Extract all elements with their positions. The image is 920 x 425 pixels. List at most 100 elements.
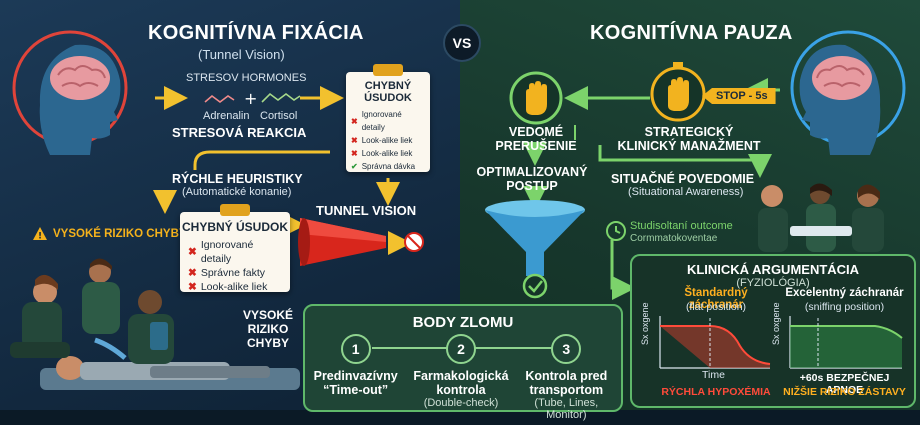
excellent-paramedic-sub: (sniffing position) bbox=[804, 301, 885, 313]
step-number: 3 bbox=[551, 334, 582, 364]
heuristics-title: RÝCHLE HEURISTIKY bbox=[172, 172, 303, 186]
oxygen-curves bbox=[659, 316, 903, 369]
clock-icon bbox=[606, 221, 626, 241]
standard-paramedic-head: Štandardný záchranár bbox=[684, 287, 748, 311]
fixation-subtitle: (Tunnel Vision) bbox=[198, 47, 285, 62]
svg-text:!: ! bbox=[38, 232, 42, 242]
checklist-item-text: Look-alike liek bbox=[200, 281, 268, 293]
checklist-item-text: Správne fakty bbox=[200, 267, 266, 279]
situational-awareness-label: SITUAČNÉ POVEDOMIE bbox=[611, 172, 755, 186]
high-risk-line-2: RIZIKO bbox=[247, 322, 289, 336]
checklist-item: ✖Ignorované detaily bbox=[351, 108, 425, 134]
adrenalin-label: Adrenalin bbox=[203, 110, 250, 122]
checklist-item-text: Look-alike liek bbox=[361, 149, 413, 158]
lower-arrest-risk-label: NIŽŠIE RIZIKO ZÁSTAVY bbox=[783, 386, 906, 398]
vs-badge: VS bbox=[443, 24, 481, 62]
check-icon: ✔ bbox=[351, 162, 358, 171]
warning-row: ! VYSOKÉ RIZIKO CHYBY bbox=[32, 226, 187, 241]
strategic-management-label: STRATEGICKÝ KLINICKÝ MANAŽMENT bbox=[614, 125, 764, 153]
svg-text:+: + bbox=[244, 89, 257, 108]
cross-icon: ✖ bbox=[351, 136, 358, 145]
optimized-line-2: POSTUP bbox=[506, 179, 558, 193]
conscious-line-1: VEDOMÉ bbox=[508, 125, 564, 139]
strategic-line-1: STRATEGICKÝ bbox=[644, 125, 734, 139]
card1-title: CHYBNÝ ÚSUDOK bbox=[364, 80, 412, 104]
stopwatch-hand-icon bbox=[650, 62, 706, 122]
conscious-line-2: PRERUŠENIE bbox=[495, 139, 577, 153]
checklist-item: ✖Správne fakty bbox=[188, 266, 282, 280]
excellent-paramedic-head: Excelentný záchranár bbox=[785, 287, 904, 299]
warning-triangle-icon: ! bbox=[33, 227, 47, 242]
turning-points-title: BODY ZLOMU bbox=[412, 314, 514, 331]
card1-items: ✖Ignorované detaily✖Look-alike liek✖Look… bbox=[346, 104, 430, 173]
clinical-title: KLINICKÁ ARGUMENTÁCIA bbox=[686, 262, 860, 277]
cortisol-label: Cortisol bbox=[260, 110, 298, 122]
brain-head-blue-icon bbox=[790, 30, 906, 155]
checklist-item-text: Ignorované detaily bbox=[361, 110, 402, 132]
outcome-label: Studisoltaní outcome bbox=[630, 220, 733, 232]
clipboard-clip-icon-2 bbox=[220, 204, 250, 216]
card2-title: CHYBNÝ ÚSUDOK bbox=[181, 220, 288, 234]
standard-paramedic-sub: (flat position) bbox=[685, 301, 747, 313]
tunnel-vision-label: TUNNEL VISION bbox=[316, 203, 417, 218]
cross-icon: ✖ bbox=[188, 246, 197, 258]
checklist-item-text: Look-alike liek bbox=[361, 136, 413, 145]
paramedics-scene-illustration bbox=[10, 258, 300, 390]
molecule-icons: + bbox=[204, 89, 301, 108]
left-ylabel: Sx oxgene bbox=[640, 302, 650, 345]
checklist-item: ✔Správna dávka bbox=[351, 160, 425, 173]
checklist-item: ✖Ignorované detaily bbox=[188, 238, 282, 266]
heuristics-subtitle: (Automatické konanie) bbox=[182, 186, 292, 198]
checklist-item: ✖Look-alike liek bbox=[351, 147, 425, 160]
card2-items: ✖Ignorované detaily✖Správne fakty✖Look-a… bbox=[180, 234, 290, 294]
cross-icon: ✖ bbox=[351, 116, 358, 126]
step-subtitle: (Double-check) bbox=[423, 397, 499, 409]
wrong-judgment-card-1: CHYBNÝ ÚSUDOK ✖Ignorované detaily✖Look-a… bbox=[346, 64, 430, 173]
safe-apnea-label: +60s BEZPEČNEJ APNOE bbox=[799, 372, 890, 396]
stop-5s-tag: STOP - 5s bbox=[702, 88, 776, 104]
strategic-line-2: KLINICKÝ MANAŽMENT bbox=[617, 139, 761, 153]
situational-awareness-sub: (Situational Awareness) bbox=[628, 186, 744, 198]
high-risk-label: VYSOKÉ RIZIKO CHYBY bbox=[238, 308, 298, 350]
outcome-sub: Cormmatokoventae bbox=[630, 233, 718, 244]
step-title: Predinvazívny“Time-out” bbox=[313, 369, 398, 397]
stress-reaction-label: STRESOVÁ REAKCIA bbox=[172, 125, 307, 140]
checklist-item: ✖Look-alike liek bbox=[188, 280, 282, 294]
conscious-interruption-label: VEDOMÉ PRERUŠENIE bbox=[486, 125, 586, 153]
checklist-item-text: Ignorované detaily bbox=[200, 239, 254, 265]
fast-hypoxemia-label: RÝCHLA HYPOXÉMIA bbox=[661, 386, 771, 398]
warning-label: VYSOKÉ RIZIKO CHYBY bbox=[53, 227, 187, 240]
high-risk-line-1: VYSOKÉ bbox=[242, 308, 293, 322]
checklist-item-text: Správna dávka bbox=[361, 162, 416, 171]
step-number: 1 bbox=[340, 334, 371, 364]
step-subtitle: (Tube, Lines, Monitor) bbox=[534, 397, 599, 421]
optimized-line-1: OPTIMALIZOVANÝ bbox=[476, 165, 588, 179]
stop-hand-icon bbox=[509, 71, 563, 125]
cross-icon: ✖ bbox=[188, 281, 197, 293]
pause-title: KOGNITÍVNA PAUZA bbox=[590, 22, 793, 44]
clipboard-clip-icon bbox=[373, 64, 403, 76]
step-number: 2 bbox=[445, 334, 476, 364]
tunnel-cone-icon bbox=[298, 218, 424, 266]
left-xlabel: Time bbox=[702, 369, 725, 381]
brain-head-red-icon bbox=[12, 30, 128, 155]
right-ylabel: Sx oxgene bbox=[771, 302, 781, 345]
fixation-title: KOGNITÍVNA FIXÁCIA bbox=[148, 22, 364, 44]
bottom-strip bbox=[0, 410, 920, 425]
wrong-judgment-card-2: CHYBNÝ ÚSUDOK ✖Ignorované detaily✖Správn… bbox=[180, 204, 290, 294]
high-risk-line-3: CHYBY bbox=[246, 336, 289, 350]
stress-hormones-label: STRESOV HORMONES bbox=[186, 72, 307, 84]
cross-icon: ✖ bbox=[188, 267, 197, 279]
clinical-subtitle: (FYZIOLÓGIA) bbox=[736, 277, 810, 289]
optimized-process-label: OPTIMALIZOVANÝ POSTUP bbox=[472, 165, 592, 193]
funnel-icon bbox=[485, 200, 585, 299]
medical-team-illustration bbox=[758, 183, 884, 252]
cross-icon: ✖ bbox=[351, 149, 358, 158]
